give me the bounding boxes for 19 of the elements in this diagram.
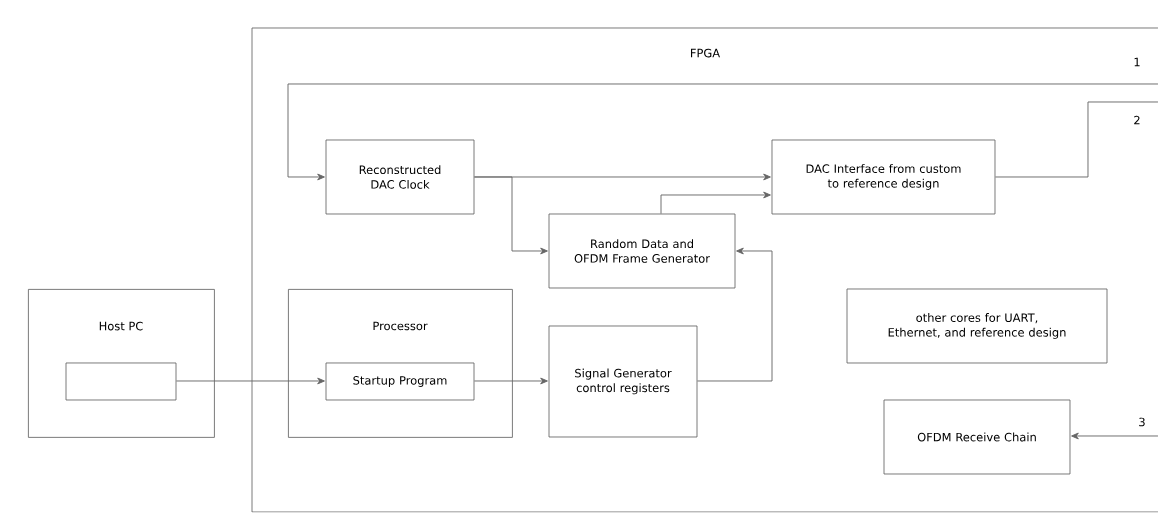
register-box: Signal Generator control registers [548,325,698,438]
arrow [660,191,771,215]
edge-label: 2 [1134,115,1140,125]
arrow [473,176,548,255]
process-box: other cores for UART, Ethernet, and reference design [846,288,1108,364]
process-box: Startup Program [325,362,475,401]
arrow [1071,432,1158,440]
process-box: OFDM Receive Chain [883,399,1071,475]
arrow [287,83,1158,181]
arrow [473,377,548,385]
edge-label: 3 [1139,417,1145,427]
process-box: DAC Interface from custom to reference design [771,139,996,215]
edge-label: 1 [1134,57,1140,67]
software-box [65,362,177,401]
arrow [175,377,325,385]
arrow [696,247,773,382]
process-box: Random Data and OFDM Frame Generator [548,213,736,289]
process-box: Reconstructed DAC Clock [325,139,475,215]
host-box: Host PC [28,289,215,438]
